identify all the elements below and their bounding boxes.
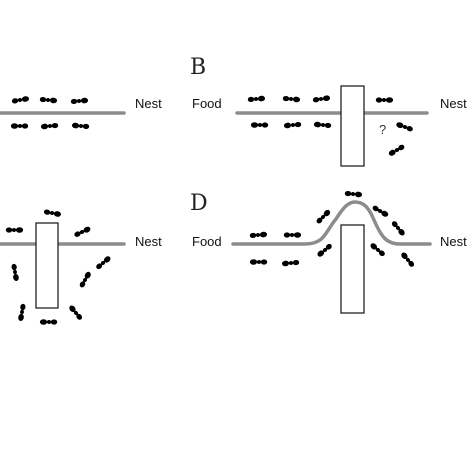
panel-d-letter: D	[190, 191, 208, 216]
ant-icon	[245, 92, 266, 106]
ant-icon	[387, 216, 409, 239]
panel-b-question-mark: ?	[379, 122, 386, 137]
panel-c-nest-label: Nest	[135, 234, 162, 249]
panel-a: Nest	[0, 93, 162, 133]
panel-d-trail	[231, 200, 432, 246]
panel-c-ants	[4, 205, 114, 328]
ant-icon	[41, 205, 62, 220]
ant-icon	[367, 239, 390, 261]
panel-b-obstacle	[340, 85, 365, 167]
panel-b-food-label: Food	[192, 96, 222, 111]
ant-icon	[39, 316, 59, 328]
panel-d-obstacle	[340, 224, 365, 314]
ant-icon	[249, 256, 269, 268]
panel-d: D Food Nest	[190, 187, 467, 314]
panel-c-obstacle	[35, 222, 59, 309]
ant-icon	[75, 269, 95, 292]
ant-icon	[40, 119, 61, 133]
ant-icon	[250, 119, 270, 131]
ant-icon	[281, 256, 302, 270]
ant-icon	[7, 261, 22, 282]
panel-d-ants	[247, 187, 419, 272]
ant-icon	[386, 140, 409, 160]
ant-icon	[10, 120, 30, 132]
ant-icon	[247, 228, 268, 242]
ant-icon	[9, 93, 30, 108]
ant-icon	[342, 187, 363, 201]
panel-c: Nest	[0, 205, 162, 328]
ant-icon	[4, 224, 24, 236]
ant-icon	[374, 94, 394, 106]
ant-icon	[283, 118, 304, 132]
ant-icon	[91, 252, 114, 274]
panel-b-nest-label: Nest	[440, 96, 467, 111]
ant-icon	[71, 119, 92, 133]
ant-icon	[313, 118, 334, 132]
panel-b-ants	[245, 92, 417, 160]
ant-icon	[65, 302, 87, 325]
panel-b: B Food Nest ?	[190, 55, 467, 167]
ant-icon	[37, 93, 58, 107]
panel-b-letter: B	[190, 55, 206, 80]
panel-d-nest-label: Nest	[440, 234, 467, 249]
ant-icon	[397, 249, 419, 272]
ant-icon	[282, 229, 302, 241]
ant-icon	[70, 223, 93, 242]
ant-icon	[15, 301, 30, 322]
ant-icon	[310, 92, 331, 106]
ant-icon	[394, 118, 417, 136]
ant-icon	[280, 92, 301, 106]
ant-icon	[68, 94, 89, 108]
panel-d-food-label: Food	[192, 234, 222, 249]
panel-a-nest-label: Nest	[135, 96, 162, 111]
